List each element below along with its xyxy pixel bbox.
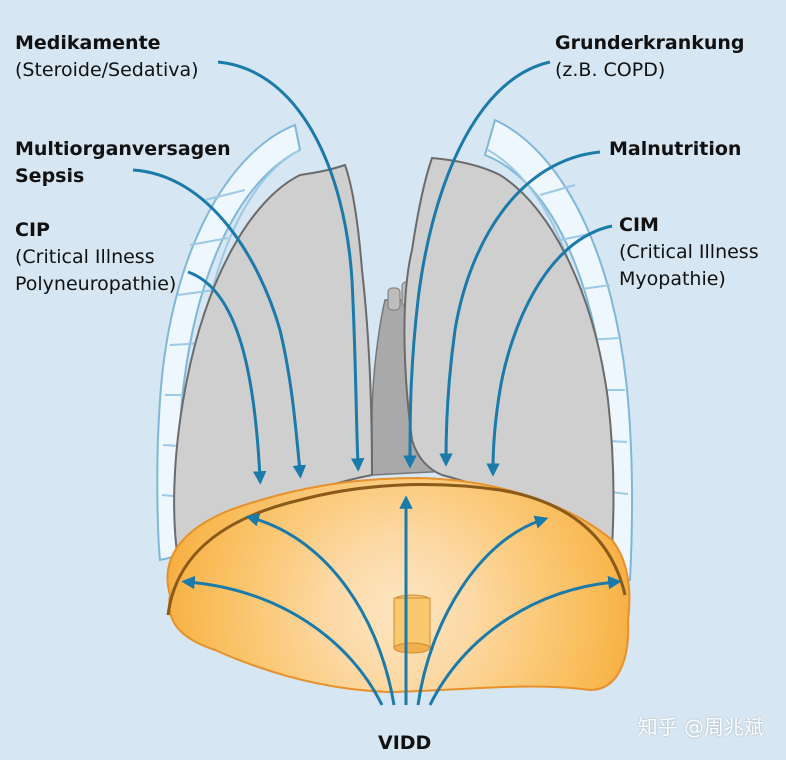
watermark: 知乎 @周兆斌 — [637, 715, 764, 739]
label-medikamente: Medikamente (Steroide/Sedativa) — [15, 30, 199, 84]
arrow-medikamente — [217, 60, 365, 472]
label-cim-sub2: Myopathie) — [619, 268, 726, 290]
label-sepsis-title: Sepsis — [15, 165, 85, 187]
diaphragm — [166, 476, 631, 694]
label-cip-sub1: (Critical Illness — [15, 246, 155, 268]
label-cip-sub2: Polyneuropathie) — [15, 273, 177, 295]
label-grunderkrankung-sub: (z.B. COPD) — [555, 59, 666, 81]
label-grunderkrankung-title: Grunderkrankung — [555, 32, 745, 54]
vidd-arrows — [181, 495, 622, 706]
label-cim-title: CIM — [619, 214, 659, 236]
arrow-multiorgan — [132, 168, 307, 479]
label-malnutrition-title: Malnutrition — [609, 138, 742, 160]
label-malnutrition: Malnutrition — [609, 136, 741, 163]
label-cim: CIM (Critical Illness Myopathie) — [619, 212, 759, 293]
label-medikamente-title: Medikamente — [15, 32, 161, 54]
label-multiorgan-title: Multiorganversagen — [15, 138, 231, 160]
arrow-cip — [187, 270, 267, 485]
label-medikamente-sub: (Steroide/Sedativa) — [15, 59, 199, 81]
label-cim-sub1: (Critical Illness — [619, 241, 759, 263]
vidd-arrow-2 — [245, 513, 396, 706]
cause-arrows — [132, 60, 613, 485]
arrow-cim — [486, 224, 613, 477]
vidd-arrow-1 — [181, 575, 384, 706]
vidd-arrow-5 — [428, 575, 622, 706]
label-multiorgan: Multiorganversagen Sepsis — [15, 136, 231, 190]
label-vidd-title: VIDD — [378, 732, 432, 754]
label-cip-title: CIP — [15, 219, 50, 241]
label-cip: CIP (Critical Illness Polyneuropathie) — [15, 217, 176, 298]
arrow-grunderkrankung — [403, 60, 551, 469]
label-vidd: VIDD — [378, 730, 431, 757]
label-grunderkrankung: Grunderkrankung (z.B. COPD) — [555, 30, 745, 84]
arrow-malnutrition — [439, 150, 601, 467]
vidd-arrow-4 — [416, 515, 549, 706]
